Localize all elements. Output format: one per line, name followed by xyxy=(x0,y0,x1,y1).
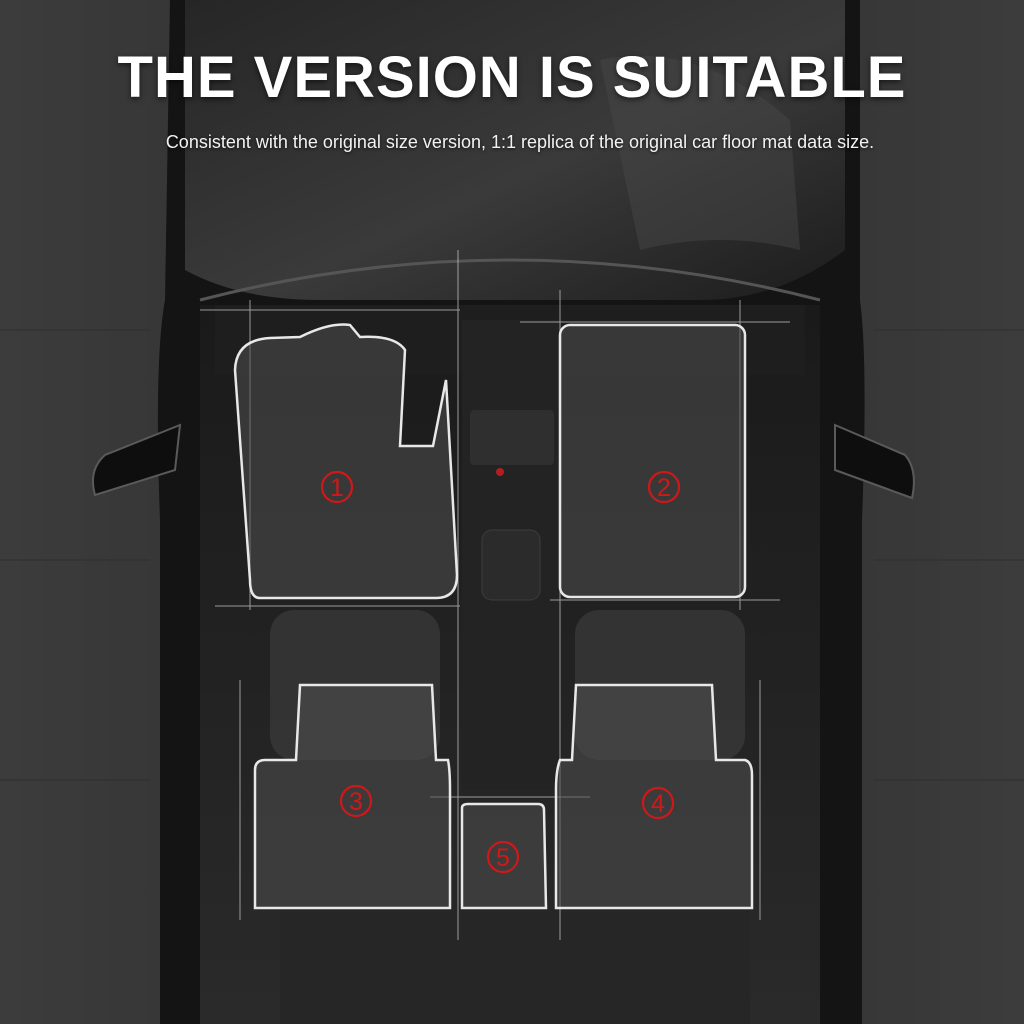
gear-shifter xyxy=(481,529,541,601)
mat-number-4-label: 4 xyxy=(651,790,665,818)
mat-number-1: 1 xyxy=(320,470,354,504)
floor-mat-3 xyxy=(253,683,452,910)
hazard-button xyxy=(496,468,504,476)
mat-number-2-label: 2 xyxy=(657,474,671,502)
left-mirror xyxy=(92,423,182,497)
hood-highlight xyxy=(600,56,800,250)
right-mirror xyxy=(834,423,915,500)
mat-number-4: 4 xyxy=(641,786,675,820)
floor-mat-1 xyxy=(233,323,459,600)
mat-number-3: 3 xyxy=(339,784,373,818)
console-screen xyxy=(470,410,554,465)
windshield-edge xyxy=(199,258,821,302)
floor-mat-5 xyxy=(460,802,548,910)
mat-number-3-label: 3 xyxy=(349,788,363,816)
mat-number-5: 5 xyxy=(486,840,520,874)
mat-number-2: 2 xyxy=(647,470,681,504)
headline-subtitle: Consistent with the original size versio… xyxy=(165,132,875,152)
floor-mat-2 xyxy=(558,323,747,599)
mat-number-5-label: 5 xyxy=(496,844,510,872)
mat-number-1-label: 1 xyxy=(330,474,344,502)
car-hood xyxy=(185,0,845,300)
floor-mat-4 xyxy=(554,683,754,910)
headline-title: THE VERSION IS SUITABLE xyxy=(117,45,907,110)
rear-seat-bench xyxy=(280,905,750,1024)
floor-seams xyxy=(0,329,1024,781)
